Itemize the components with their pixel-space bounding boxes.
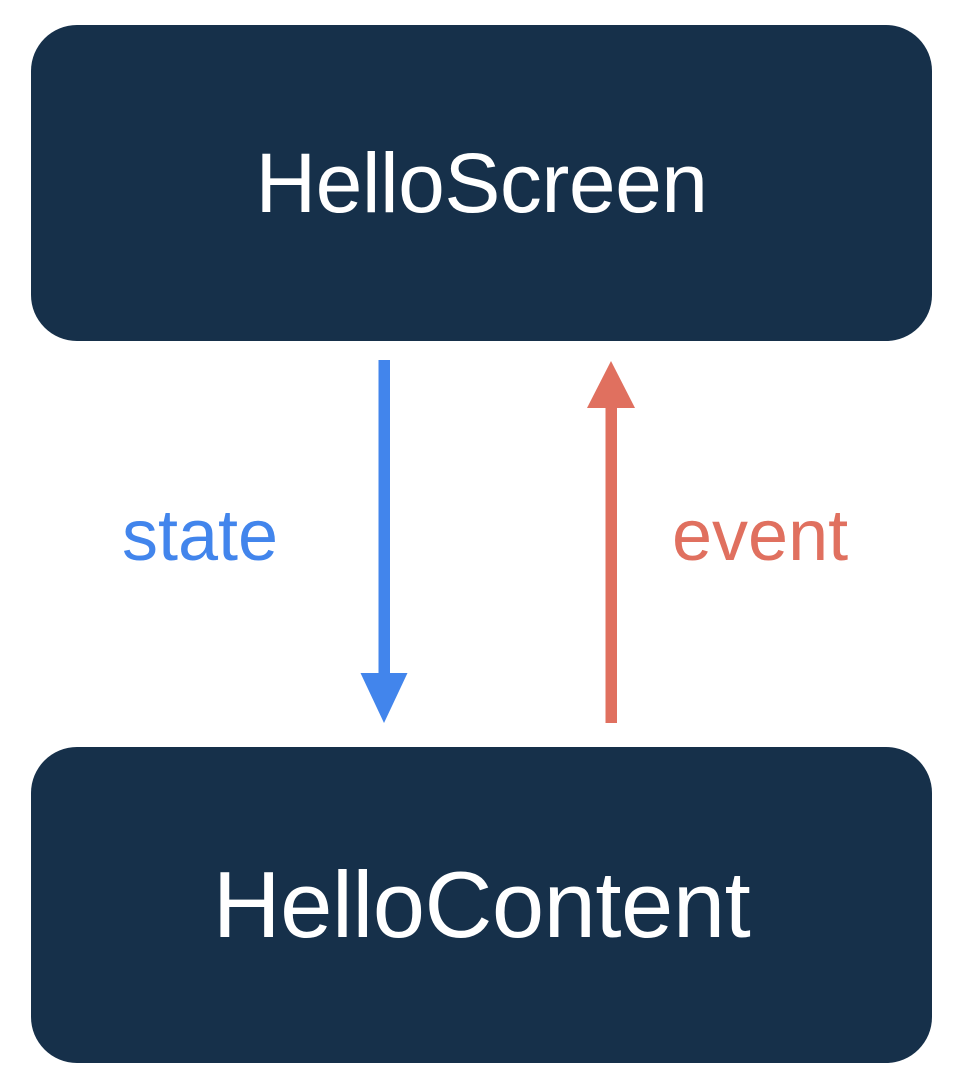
state-arrow-down-icon xyxy=(360,360,408,723)
edge-label-state: state xyxy=(122,496,279,576)
edge-label-event: event xyxy=(672,496,849,576)
node-hello-content[interactable]: HelloContent xyxy=(31,747,932,1063)
event-arrow-up-icon xyxy=(587,361,635,723)
node-hello-screen-label: HelloScreen xyxy=(255,136,708,230)
node-hello-screen[interactable]: HelloScreen xyxy=(31,25,932,341)
node-hello-content-label: HelloContent xyxy=(212,852,751,957)
